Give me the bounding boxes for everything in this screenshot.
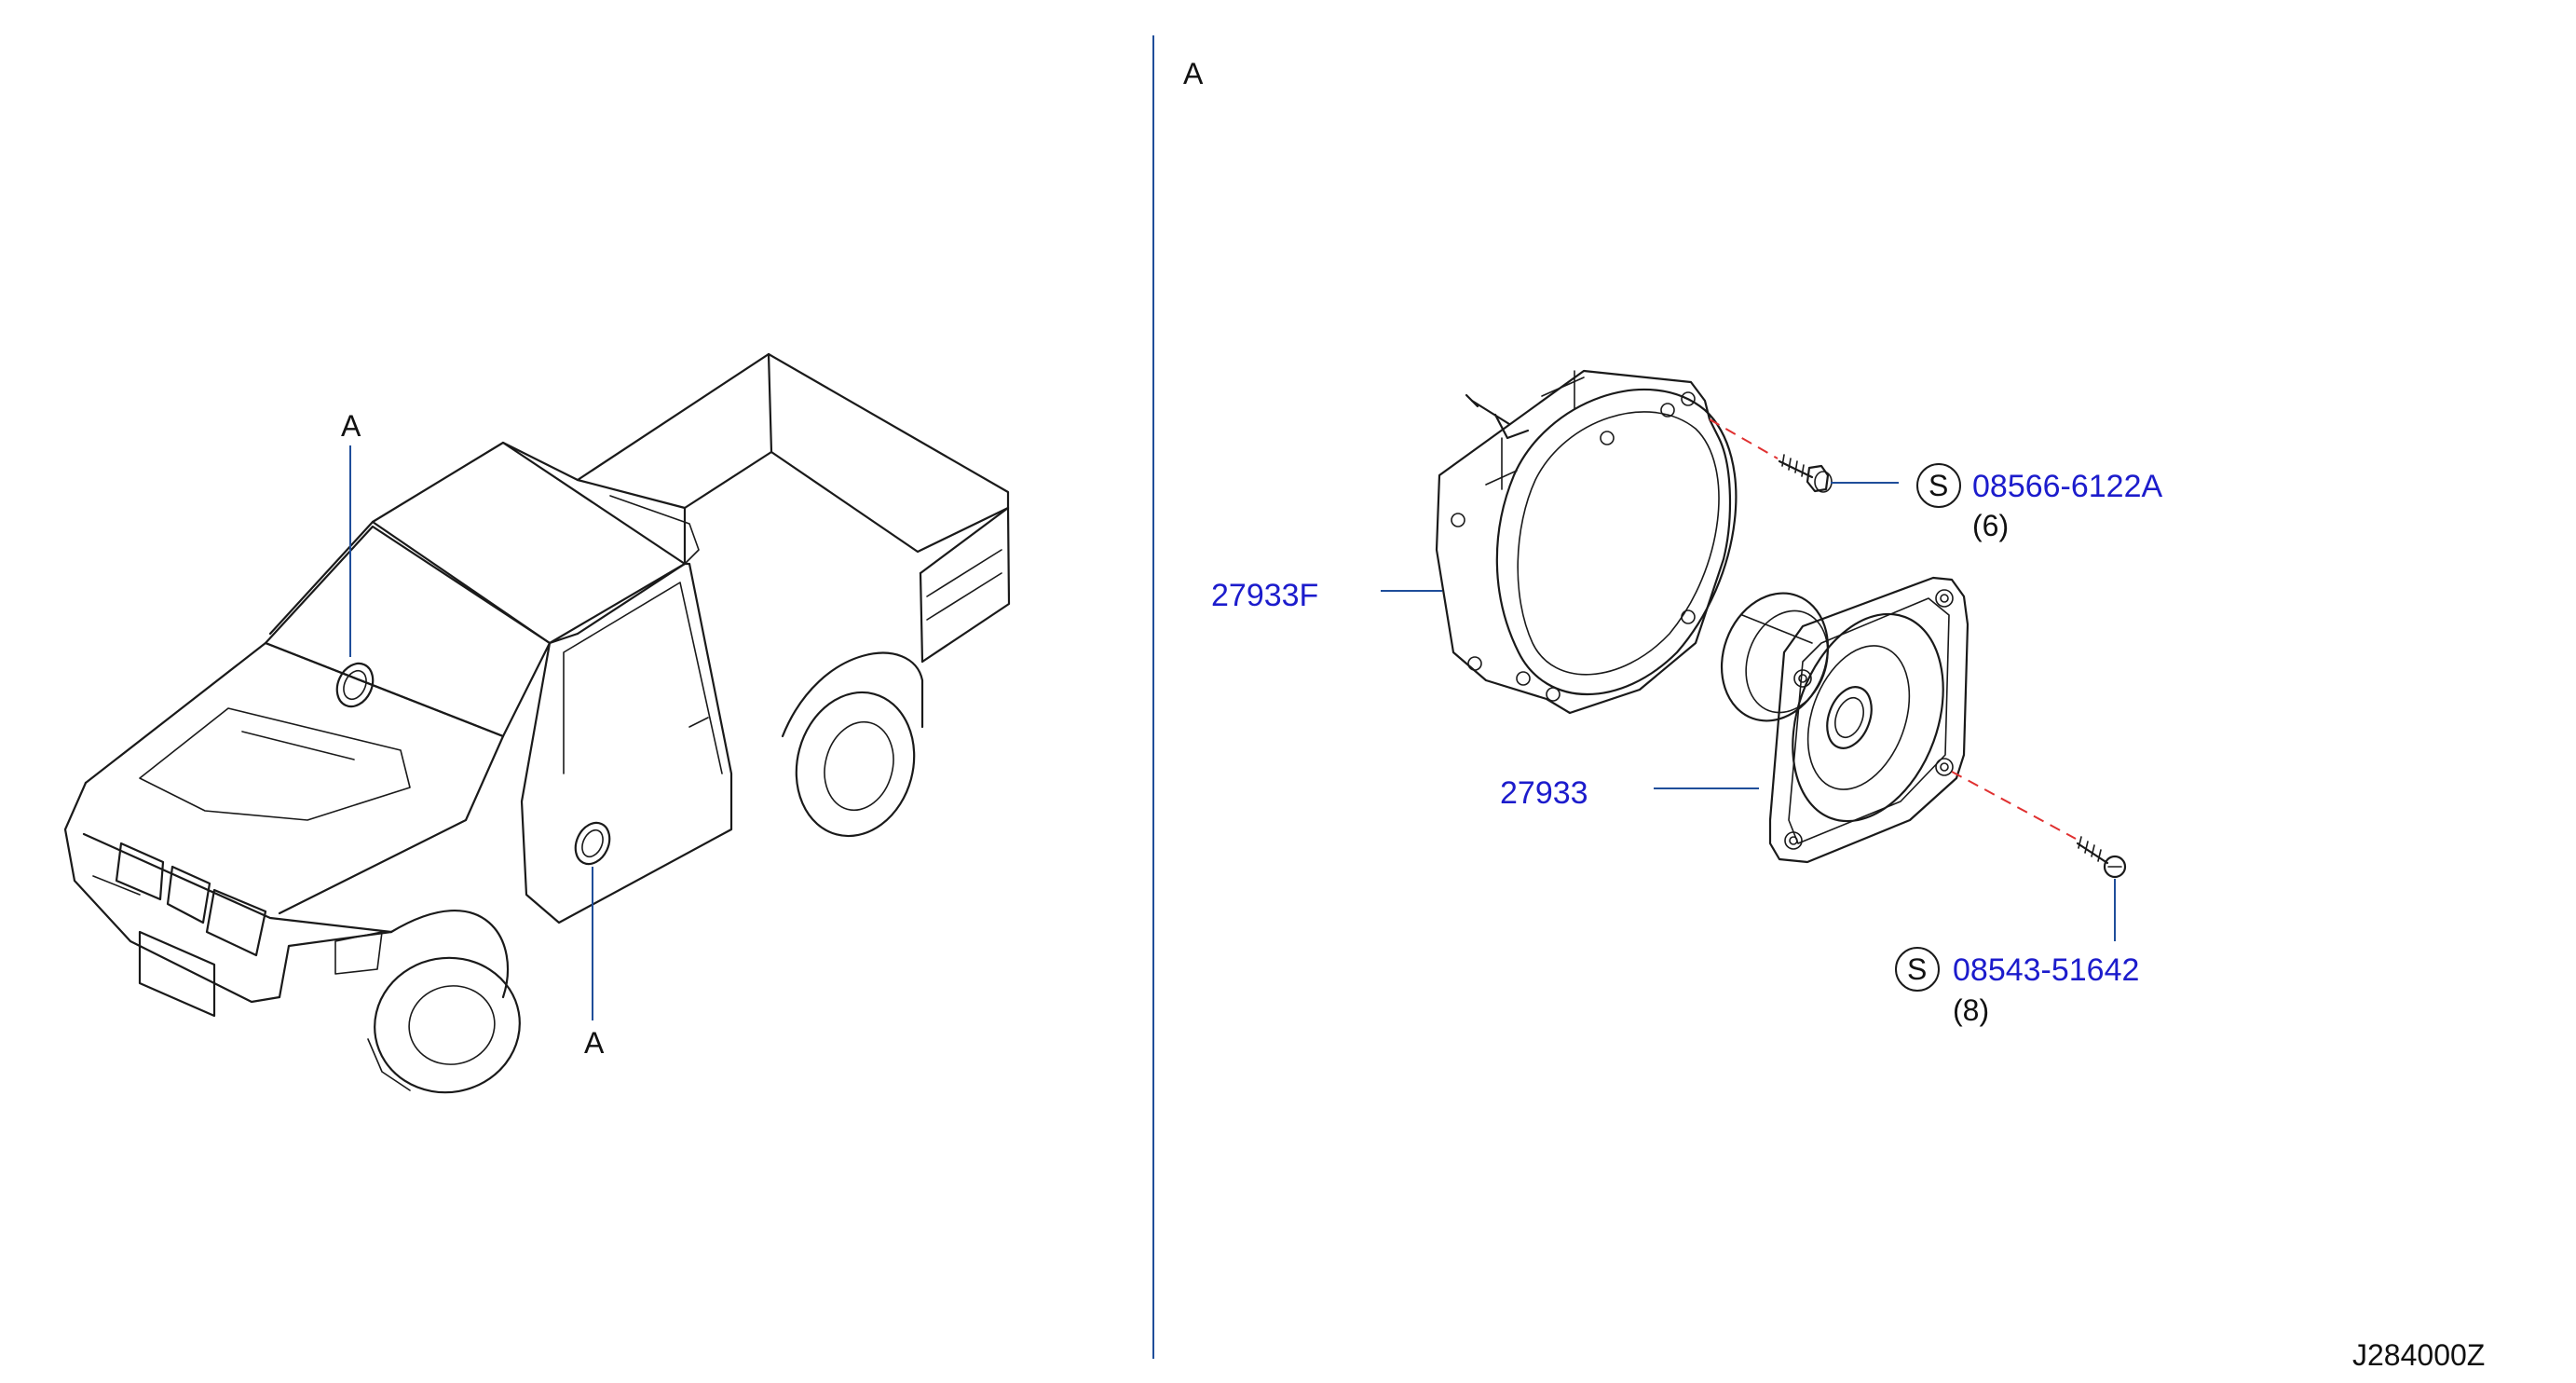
standard-part-symbol	[1895, 947, 1940, 992]
diagram-code: J284000Z	[2352, 1338, 2485, 1372]
hex-bolt-illustration	[1778, 454, 1833, 493]
standard-part-symbol-letter: S	[1929, 469, 1948, 502]
part-number-08566-6122A[interactable]: 08566-6122A	[1972, 469, 2163, 504]
view-label-bottom: A	[584, 1026, 605, 1060]
standard-part-symbol	[1916, 463, 1961, 508]
dash-speaker-marker	[335, 662, 375, 708]
view-label-top: A	[341, 409, 361, 443]
screw-assembly-path	[1951, 771, 2077, 840]
part-quantity-08566: (6)	[1972, 509, 2009, 542]
speaker-bracket-illustration	[1435, 369, 1738, 715]
door-speaker-marker	[574, 821, 611, 866]
bolt-assembly-path	[1709, 418, 1779, 459]
tapping-screw-illustration	[2076, 836, 2127, 879]
standard-part-symbol-letter: S	[1907, 952, 1927, 986]
speaker-unit-illustration	[1720, 576, 1969, 864]
part-number-27933[interactable]: 27933	[1500, 775, 1588, 811]
section-label: A	[1183, 57, 1204, 90]
pickup-truck-illustration	[63, 352, 1011, 1094]
part-quantity-08543: (8)	[1953, 993, 1989, 1027]
part-number-08543-51642[interactable]: 08543-51642	[1953, 952, 2139, 988]
part-number-27933F[interactable]: 27933F	[1211, 578, 1318, 613]
